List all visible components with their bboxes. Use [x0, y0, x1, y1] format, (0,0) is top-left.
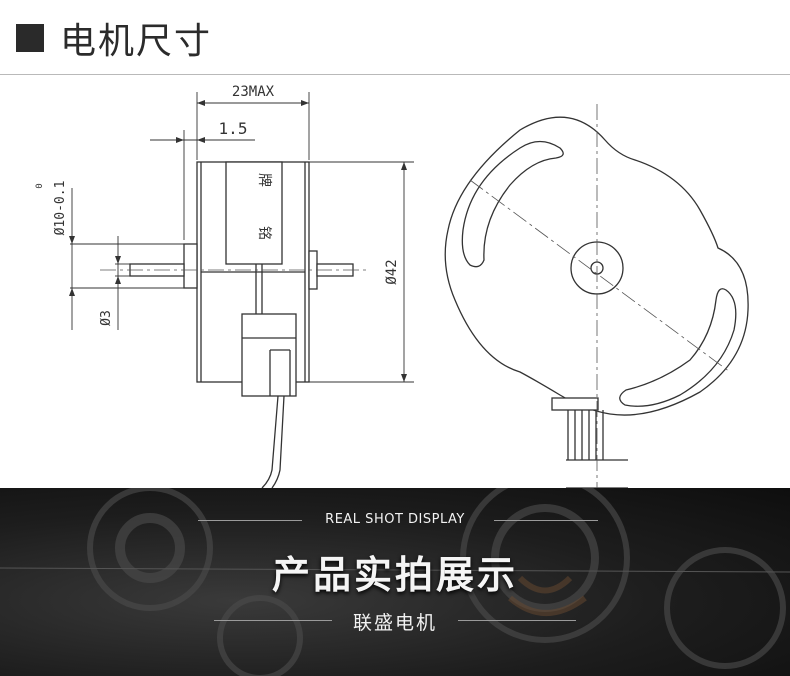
banner-background-motors: [0, 488, 790, 676]
square-bullet-icon: [16, 24, 44, 52]
dim-flange-label: 1.5: [219, 119, 248, 138]
photo-banner: REAL SHOT DISPLAY 产品实拍展示 联盛电机: [0, 488, 790, 676]
section-header: 电机尺寸: [16, 16, 212, 62]
mounting-slot-bottom: [619, 288, 737, 407]
section-title: 电机尺寸: [60, 21, 213, 62]
nameplate: [225, 161, 283, 265]
banner-subtitle-en: REAL SHOT DISPLAY: [325, 512, 465, 527]
banner-brand: 联盛电机: [352, 612, 437, 634]
connector-block: [241, 313, 297, 397]
motor-dimension-drawing: 23MAX 1.5 Ø42 Ø10-0.1 0 Ø3 牌 铭: [35, 84, 749, 488]
header-divider: [0, 74, 790, 75]
rule-right-bottom: [458, 620, 576, 621]
rule-left-bottom: [214, 620, 332, 621]
mounting-slot-top: [461, 140, 564, 268]
nameplate-char-top: 牌: [256, 173, 273, 187]
dim-shaft-label: Ø3: [99, 310, 114, 326]
rule-left-top: [198, 520, 302, 521]
banner-title: 产品实拍展示: [271, 553, 518, 597]
front-connector: [551, 397, 599, 411]
dim-width-label: 23MAX: [232, 84, 275, 100]
dim-boss-tolerance: 0: [35, 183, 45, 188]
dim-boss-label: Ø10-0.1: [53, 181, 68, 236]
dim-body-label: Ø42: [384, 259, 400, 284]
rule-right-top: [494, 520, 598, 521]
left-boss: [183, 243, 198, 289]
nameplate-char-bottom: 铭: [256, 226, 272, 240]
